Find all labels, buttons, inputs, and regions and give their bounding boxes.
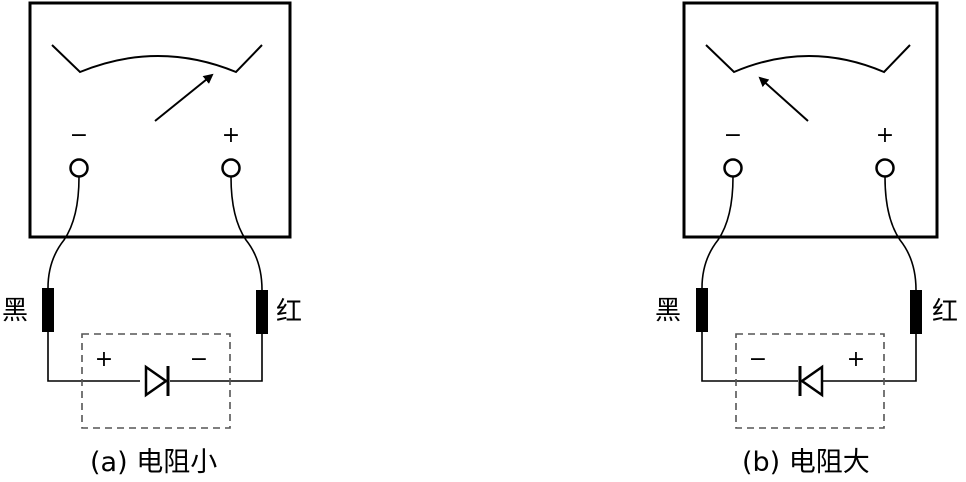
diode-left-sign-a: + [95,347,113,372]
black-probe-label-a: 黑 [2,296,28,326]
diode-a [144,364,170,398]
caption-b: (b) 电阻大 [742,447,870,478]
meter-box-a [28,1,292,239]
meter-minus-sign-b: − [724,123,742,148]
diode-triangle-a [144,364,169,398]
terminal-plus-b [875,158,895,178]
panel-b: − + 黑 红 − + (b) 电阻大 [655,1,958,478]
red-probe-a [256,290,268,334]
meter-scale-a [51,44,263,74]
diode-right-sign-a: − [190,347,208,372]
diode-b [798,364,824,398]
circuit-left-wire-b [701,332,798,382]
needle-b [758,76,809,122]
diode-dashed-box-b [735,333,885,429]
diode-triangle-b [799,364,824,398]
black-probe-a [42,288,54,332]
diode-right-sign-b: + [847,347,865,372]
red-probe-label-a: 红 [276,297,302,327]
red-lead-wire-a [230,176,263,291]
red-probe-label-b: 红 [932,297,958,327]
black-lead-wire-a [47,176,80,289]
red-lead-wire-b [884,176,917,291]
meter-minus-sign-a: − [70,123,88,148]
black-probe-b [696,288,708,332]
terminal-minus-b [723,158,743,178]
circuit-left-wire-a [47,332,140,382]
caption-a: (a) 电阻小 [90,447,217,478]
meter-scale-b [705,44,911,74]
terminal-plus-a [221,158,241,178]
diode-dashed-box-a [81,333,231,429]
terminal-minus-a [69,158,89,178]
black-lead-wire-b [701,176,734,289]
meter-plus-sign-a: + [222,123,240,148]
red-probe-b [910,290,922,334]
diode-left-sign-b: − [749,347,767,372]
black-probe-label-b: 黑 [655,296,681,326]
meter-plus-sign-b: + [876,123,894,148]
circuit-right-wire-a [170,334,263,382]
needle-a [154,73,214,122]
panel-a: − + 黑 红 + − (a) 电阻小 [2,1,302,478]
meter-box-b [682,1,939,239]
circuit-right-wire-b [822,334,917,382]
